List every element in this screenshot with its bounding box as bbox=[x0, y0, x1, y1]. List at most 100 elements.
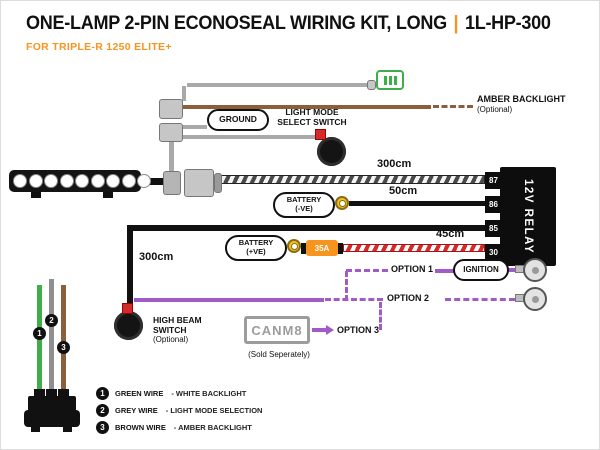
harness-wire-brown bbox=[61, 285, 66, 391]
legend-desc-2: - LIGHT MODE SELECTION bbox=[165, 406, 263, 415]
backlight-wire-grey bbox=[187, 83, 369, 87]
option3-arrow-wire bbox=[312, 328, 326, 332]
high-beam-switch-terminal bbox=[122, 303, 133, 314]
battery-positive-label: BATTERY (+VE) bbox=[225, 235, 287, 261]
wire-length-50cm: 50cm bbox=[389, 185, 418, 197]
canm8-note: (Sold Seperately) bbox=[248, 350, 310, 359]
econoseal-connector-a bbox=[163, 171, 181, 195]
wire-length-300cm-switch: 300cm bbox=[139, 251, 174, 263]
title-divider: | bbox=[453, 13, 459, 34]
light-mode-label-line2: SELECT SWITCH bbox=[277, 117, 347, 128]
option1-branch-dashed bbox=[345, 271, 348, 301]
light-bar-mount-right bbox=[103, 192, 113, 198]
page-title: ONE-LAMP 2-PIN ECONOSEAL WIRING KIT, LON… bbox=[26, 13, 551, 35]
lamp-connector-base bbox=[24, 410, 80, 427]
white-backlight-connector-icon bbox=[376, 70, 404, 90]
backlight-connector-stub bbox=[367, 80, 376, 90]
lamp-tail-wire bbox=[139, 178, 165, 185]
lamp-connector-entry-3 bbox=[58, 389, 69, 397]
amber-backlight-wire bbox=[183, 105, 431, 109]
legend-wire-1: GREEN WIRE bbox=[115, 389, 164, 398]
wire-badge-1: 1 bbox=[33, 327, 46, 340]
led-lens bbox=[137, 174, 151, 188]
high-beam-switch-label: HIGH BEAM SWITCH (Optional) bbox=[153, 315, 202, 345]
relay-pin-86: 86 bbox=[485, 196, 502, 213]
ignition-text: IGNITION bbox=[463, 265, 499, 275]
wire-length-45cm: 45cm bbox=[436, 228, 465, 240]
option2-connector-icon bbox=[515, 286, 551, 311]
amber-backlight-wire-dashed bbox=[433, 105, 473, 108]
legend-desc-3: - AMBER BACKLIGHT bbox=[173, 423, 252, 432]
battery-negative-label: BATTERY (-VE) bbox=[273, 192, 335, 218]
light-mode-wire bbox=[183, 135, 317, 139]
battery-negative-line1: BATTERY bbox=[286, 195, 322, 205]
legend-item-3: 3 BROWN WIRE - AMBER BACKLIGHT bbox=[96, 421, 252, 434]
light-mode-switch-label: LIGHT MODE SELECT SWITCH bbox=[269, 107, 355, 127]
ring-terminal-negative-icon bbox=[335, 196, 349, 210]
high-beam-switch bbox=[114, 311, 143, 340]
legend-item-2: 2 GREY WIRE - LIGHT MODE SELECTION bbox=[96, 404, 262, 417]
led-light-bar bbox=[9, 170, 151, 192]
wire-45cm-battery-positive bbox=[343, 244, 485, 252]
part-number: 1L-HP-300 bbox=[464, 13, 551, 34]
relay-12v: 12V RELAY bbox=[500, 167, 556, 266]
wire-length-300cm-top: 300cm bbox=[377, 158, 412, 170]
lamp-connector-pin-left bbox=[31, 426, 40, 432]
backlight-wire-grey-stub bbox=[182, 86, 186, 101]
battery-positive-line1: BATTERY bbox=[238, 238, 274, 248]
high-beam-label-line1: HIGH BEAM bbox=[153, 315, 202, 325]
lamp-connector-pin-right bbox=[63, 426, 72, 432]
option1-label: OPTION 1 bbox=[391, 264, 434, 274]
fuse-cap-left bbox=[301, 243, 306, 254]
legend-wire-2: GREY WIRE bbox=[115, 406, 158, 415]
ground-label: GROUND bbox=[207, 109, 269, 131]
ring-terminal-positive-icon bbox=[287, 239, 301, 253]
ground-wire bbox=[183, 125, 207, 129]
light-mode-label-line1: LIGHT MODE bbox=[285, 107, 339, 117]
led-lens bbox=[44, 174, 58, 188]
connector-drop-wire bbox=[169, 142, 174, 171]
light-mode-select-switch bbox=[317, 137, 346, 166]
relay-pin-30: 30 bbox=[485, 244, 502, 261]
lamp-connector-entry-2 bbox=[46, 389, 57, 397]
ignition-stub-wire bbox=[507, 268, 521, 272]
legend-badge-2: 2 bbox=[96, 404, 109, 417]
canm8-box: CANM8 bbox=[244, 316, 310, 344]
relay-pin-85: 85 bbox=[485, 220, 502, 237]
relay-pin-87: 87 bbox=[485, 172, 502, 189]
legend-wire-3: BROWN WIRE bbox=[115, 423, 166, 432]
title-text: ONE-LAMP 2-PIN ECONOSEAL WIRING KIT, LON… bbox=[26, 13, 447, 34]
option2-wire-dashed-right bbox=[445, 298, 515, 301]
led-lens bbox=[90, 174, 105, 188]
high-beam-label-line2: SWITCH bbox=[153, 325, 187, 336]
option3-arrowhead bbox=[326, 325, 334, 335]
led-lens bbox=[13, 174, 27, 188]
legend-badge-1: 1 bbox=[96, 387, 109, 400]
lamp-connector-body bbox=[28, 396, 76, 411]
legend-badge-3: 3 bbox=[96, 421, 109, 434]
econoseal-connector-b bbox=[184, 169, 214, 197]
harness-wire-grey bbox=[49, 279, 54, 391]
led-lens bbox=[75, 174, 89, 188]
option1-wire-dashed bbox=[346, 269, 388, 272]
legend-item-1: 1 GREEN WIRE - WHITE BACKLIGHT bbox=[96, 387, 246, 400]
econoseal-connector-top-1 bbox=[159, 99, 183, 119]
subtitle: FOR TRIPLE-R 1250 ELITE+ bbox=[26, 41, 172, 53]
amber-backlight-note: (Optional) bbox=[477, 105, 513, 114]
light-bar-mount-left bbox=[31, 192, 41, 198]
wire-300cm-lamp-to-relay bbox=[221, 175, 485, 184]
relay-label: 12V RELAY bbox=[522, 178, 534, 255]
wire-badge-2: 2 bbox=[45, 314, 58, 327]
option-bus-wire bbox=[134, 298, 324, 302]
battery-negative-line2: (-VE) bbox=[295, 204, 313, 213]
fuse-35a: 35A bbox=[306, 240, 338, 256]
legend-desc-1: - WHITE BACKLIGHT bbox=[171, 389, 247, 398]
ignition-wire bbox=[435, 269, 455, 273]
wire-pin85-horizontal bbox=[127, 225, 485, 231]
ignition-connector-icon bbox=[515, 257, 551, 282]
option3-branch-dashed bbox=[379, 302, 382, 330]
led-lens bbox=[59, 174, 74, 188]
high-beam-label-note: (Optional) bbox=[153, 335, 189, 345]
econoseal-connector-top-2 bbox=[159, 123, 183, 142]
battery-positive-line2: (+VE) bbox=[246, 247, 266, 256]
